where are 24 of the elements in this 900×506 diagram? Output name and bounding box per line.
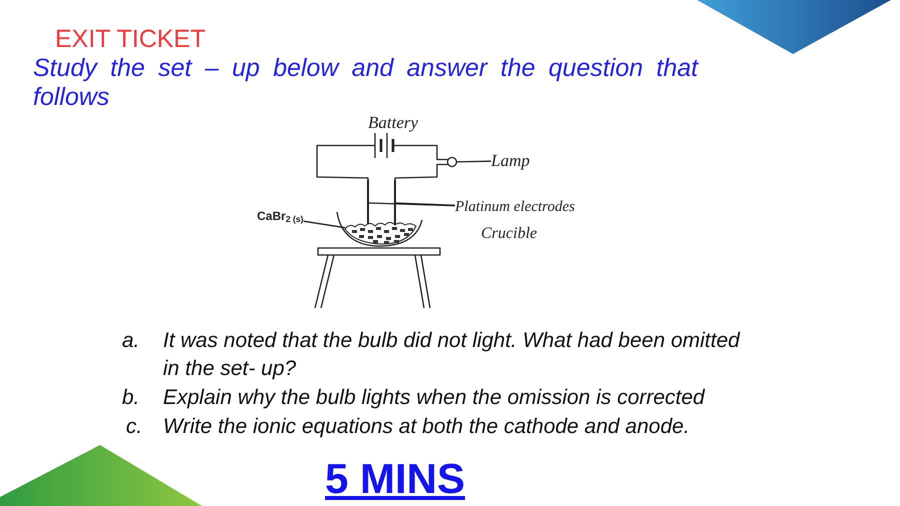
formula-label: CaBr$_{2 (s)}$ xyxy=(257,210,304,226)
part-label: Lamp xyxy=(491,151,530,171)
battery-symbol xyxy=(374,133,394,158)
instruction-text: Study the set – up below and answer the question that follows xyxy=(33,54,698,112)
question-text: Explain why the bulb lights when the omission is corrected xyxy=(163,385,705,411)
question-text: It was noted that the bulb did not light. What had been omitted in the set- up? xyxy=(163,328,742,382)
part-label: Battery xyxy=(368,113,418,133)
leader-line xyxy=(303,220,346,228)
list-marker: a. xyxy=(122,328,140,354)
time-limit-text: 5 MINS xyxy=(325,456,466,502)
circuit-wire xyxy=(316,144,375,180)
list-marker: b. xyxy=(122,385,140,411)
crystal-solid-drawing xyxy=(344,222,416,244)
part-label: Crucible xyxy=(481,225,537,244)
leader-line xyxy=(456,160,492,163)
leader-line xyxy=(368,202,456,206)
circuit-wire xyxy=(394,164,448,180)
leader-line xyxy=(396,202,456,206)
list-marker: c. xyxy=(126,414,142,440)
slide-title: EXIT TICKET xyxy=(55,26,206,54)
part-label: Platinum electrodes xyxy=(455,199,575,216)
question-text: Write the ionic equations at both the cathode and anode. xyxy=(163,414,690,440)
lamp-symbol xyxy=(446,156,458,168)
circuit-wire xyxy=(393,144,448,160)
